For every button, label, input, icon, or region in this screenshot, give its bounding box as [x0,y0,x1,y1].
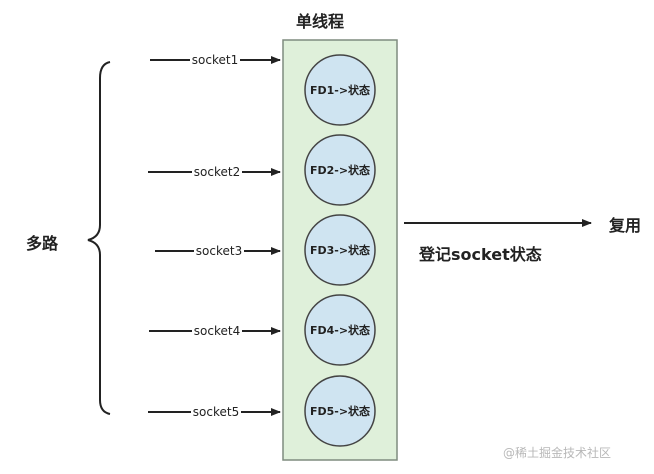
fd-circle [304,375,376,447]
socket-label-bg [191,404,241,420]
fd-label: FD2->状态 [310,163,370,177]
single-thread-title: 单线程 [296,12,345,31]
socket-label: socket3 [196,244,242,258]
register-socket-state-label: 登记socket状态 [419,245,542,264]
fd-circle [304,294,376,366]
socket-label-bg [192,323,242,339]
fd-label: FD5->状态 [310,404,370,418]
socket-label: socket1 [192,53,238,67]
fd-label: FD1->状态 [310,83,370,97]
socket-label-bg [190,52,240,68]
fd-circle [304,214,376,286]
multiplex-brace [87,61,111,415]
reuse-label: 复用 [609,216,642,235]
fd-circle [304,54,376,126]
fd-label: FD3->状态 [310,243,370,257]
socket-label: socket5 [193,405,239,419]
socket-label-bg [192,164,242,180]
socket-label: socket4 [194,324,240,338]
fd-label: FD4->状态 [310,323,370,337]
socket-label-bg [194,243,244,259]
fd-circle [304,134,376,206]
socket-label: socket2 [194,165,240,179]
multiplex-label: 多路 [26,234,59,253]
watermark: @稀土掘金技术社区 [503,446,612,460]
